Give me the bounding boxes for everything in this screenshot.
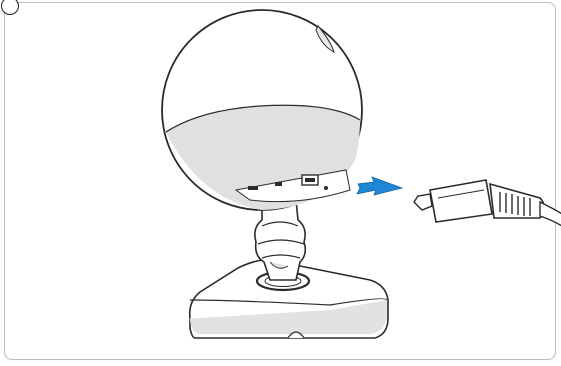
camera-ball-icon [161, 9, 363, 211]
stand-base-icon [188, 259, 389, 339]
arrow-right-icon [356, 176, 404, 196]
step-badge-icon [1, 0, 19, 15]
camera-neck-icon [254, 199, 307, 281]
usb-cable-icon [413, 179, 561, 227]
